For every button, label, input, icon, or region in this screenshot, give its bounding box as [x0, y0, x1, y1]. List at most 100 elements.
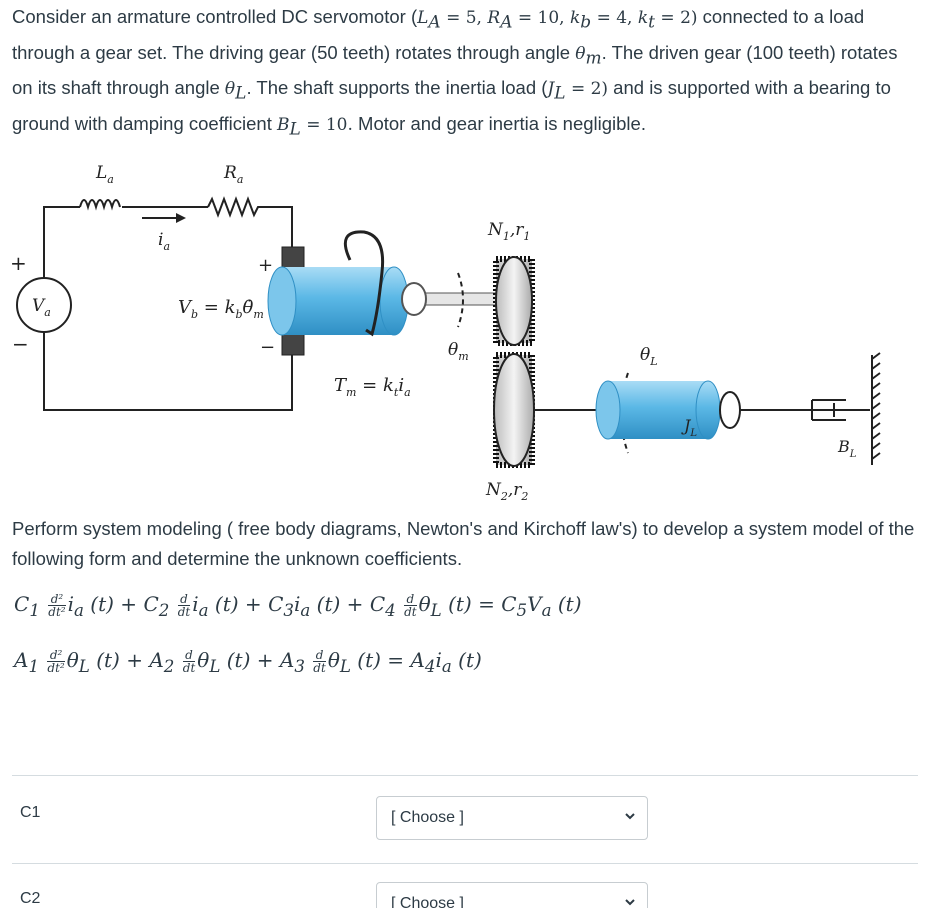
symbol-theta-m: θ: [575, 43, 586, 64]
eq-symbol: A: [149, 648, 164, 672]
eq-sub: L: [209, 657, 221, 676]
eq-term: (t): [551, 592, 582, 616]
eq-symbol: θ: [197, 648, 210, 672]
eq-term: (t) +: [89, 648, 150, 672]
question-part: Consider an armature controlled DC servo…: [12, 6, 418, 27]
label-ia: ia: [158, 230, 170, 253]
eq-symbol: A: [279, 648, 295, 672]
shaft-collar: [401, 282, 427, 316]
motor-rotor: [267, 266, 409, 336]
eq-symbol: C: [143, 592, 159, 616]
symbol-LA: L: [417, 8, 429, 28]
plus-sign-source: +: [10, 251, 27, 275]
minus-sign-source: −: [12, 332, 29, 356]
circuit-wires: [43, 206, 293, 411]
eq-symbol: θ: [66, 648, 79, 672]
eq-sub: L: [78, 657, 90, 676]
current-arrow: [142, 213, 186, 223]
symbol-kb: k: [569, 8, 581, 28]
question-part: and is supported with a bearing to groun…: [12, 77, 891, 135]
eq-sub: 5: [516, 601, 528, 620]
subscript: m: [585, 48, 602, 69]
answer-row-c1: C1 [ Choose ]: [12, 775, 918, 864]
question-text: Consider an armature controlled DC servo…: [12, 2, 912, 145]
symbol-BL: B: [277, 115, 290, 136]
symbol-RA: R: [487, 8, 501, 28]
question-part: connected to a load through a gear set. …: [12, 6, 865, 63]
eq-term: (t) =: [350, 648, 411, 672]
label-theta-L: θL: [640, 345, 658, 368]
eq-sub: L: [339, 657, 351, 676]
theta-m-arrow: [457, 272, 464, 328]
subscript: L: [554, 84, 566, 105]
subscript: A: [428, 12, 441, 33]
chevron-down-icon: [625, 813, 635, 820]
label-back-emf: Vb = kbθ̇m: [178, 297, 264, 321]
subscript: t: [648, 12, 656, 33]
minus-sign-motor: −: [260, 337, 275, 358]
eq-symbol: C: [369, 592, 386, 616]
eq-symbol: θ: [327, 648, 340, 672]
choose-dropdown-c2[interactable]: [ Choose ]: [376, 882, 648, 908]
eq-symbol: i: [67, 592, 75, 616]
eq-symbol: C: [14, 592, 30, 616]
eq-term: (t) +: [208, 592, 269, 616]
label-Ra: Ra: [223, 163, 243, 186]
resistor: [207, 196, 264, 218]
load-inertia: [595, 380, 721, 440]
label-Va: Va: [32, 296, 51, 319]
eq-symbol: A: [410, 648, 425, 672]
eq-sub: 2: [158, 601, 170, 620]
eq-term: (t): [451, 648, 482, 672]
eq-sub: a: [541, 601, 552, 620]
ground-wall: [871, 352, 881, 465]
subscript: A: [500, 12, 513, 33]
choose-dropdown-c1[interactable]: [ Choose ]: [376, 796, 648, 840]
question-part: . The driven gear (100 teeth) rotates on…: [12, 41, 898, 99]
value-JL: = 2): [565, 79, 609, 100]
eq-sub: 4: [385, 601, 396, 620]
eq-sub: 3: [294, 657, 305, 676]
eq-symbol: i: [435, 648, 442, 672]
label-theta-m: θm: [448, 340, 469, 363]
eq-sub: a: [441, 657, 452, 676]
symbol-kt: k: [637, 8, 649, 28]
eq-symbol: A: [14, 648, 29, 672]
eq-term: (t) =: [441, 592, 502, 616]
servomotor-diagram: La Ra ia Va + − + − Vb = kbθ̇m Tm = ktia…: [10, 163, 881, 500]
label-N2r2: N2,r2: [485, 480, 528, 500]
eq-symbol: θ: [418, 592, 431, 616]
eq-sub: L: [430, 601, 442, 620]
subscript: L: [289, 119, 301, 140]
value-kb: = 4,: [591, 8, 638, 28]
eq-sub: 4: [424, 657, 436, 676]
eq-symbol: i: [192, 592, 199, 616]
question-part: . The shaft supports the inertia load (: [246, 77, 548, 99]
subscript: b: [580, 12, 592, 33]
label-torque: Tm = ktia: [334, 375, 411, 399]
plus-sign-motor: +: [258, 255, 273, 276]
label-BL: BL: [837, 437, 857, 460]
eq-term: (t) +: [310, 592, 370, 616]
answer-label: C1: [20, 804, 41, 821]
symbol-theta-L: θ: [224, 79, 236, 100]
answer-row-c2: C2 [ Choose ]: [12, 863, 918, 908]
eq-sub: a: [300, 601, 311, 620]
eq-sub: 1: [28, 657, 40, 676]
dropdown-value: [ Choose ]: [391, 809, 464, 826]
voltage-source: [16, 277, 72, 333]
value-BL: = 10.: [300, 115, 353, 136]
label-La: La: [95, 163, 114, 186]
eq-symbol: V: [527, 592, 542, 616]
chevron-down-icon: [625, 899, 635, 906]
eq-symbol: C: [268, 592, 284, 616]
torque-arrow: [343, 230, 385, 337]
eq-sub: 2: [163, 657, 175, 676]
